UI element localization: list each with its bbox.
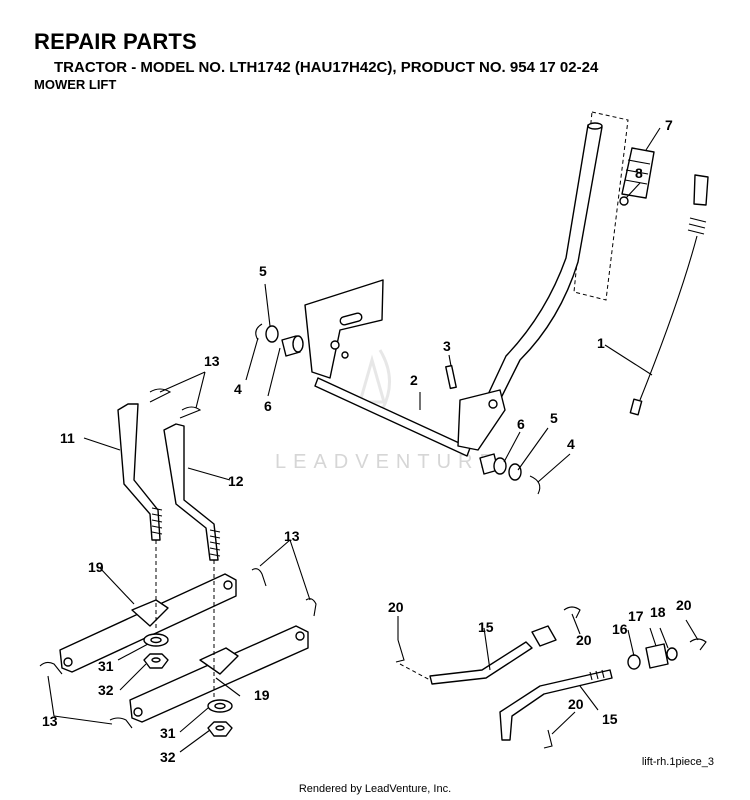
watermark-text: LEADVENTURE <box>275 451 500 473</box>
label-part-3: 3 <box>443 338 451 354</box>
diagram-reference: lift-rh.1piece_3 <box>641 756 714 768</box>
label-part-32: 32 <box>98 682 114 698</box>
part-19-lift-arm-upper <box>59 573 237 673</box>
label-part-4: 4 <box>234 381 242 397</box>
left-shaft-hardware <box>255 323 304 357</box>
part-32-nut <box>207 721 233 737</box>
part-32-nut <box>143 653 169 669</box>
hairpin-clip-icon <box>109 717 133 729</box>
cotter-pin-icon <box>395 639 405 663</box>
cotter-pin-icon <box>563 606 581 619</box>
leader-lines <box>47 127 699 753</box>
label-part-20: 20 <box>576 632 592 648</box>
label-part-11: 11 <box>60 430 75 446</box>
part-11-lift-link <box>117 403 163 541</box>
label-part-13: 13 <box>42 713 58 729</box>
part-18-washer <box>666 647 678 661</box>
right-shaft-hardware <box>479 453 541 495</box>
part-31-washer <box>207 699 233 713</box>
hairpin-clip-icon <box>305 598 317 617</box>
label-part-1: 1 <box>597 335 605 351</box>
label-part-31: 31 <box>98 658 114 674</box>
hairpin-clip-icon <box>179 406 202 419</box>
hairpin-clip-icon <box>39 661 63 675</box>
label-part-31: 31 <box>160 725 176 741</box>
part-19-lift-arm-lower <box>129 625 309 723</box>
watermark-logo-icon <box>358 349 392 411</box>
cotter-pin-icon <box>689 638 707 651</box>
label-part-8: 8 <box>635 165 643 181</box>
hairpin-clip-icon <box>251 568 267 587</box>
label-part-15: 15 <box>602 711 618 727</box>
page-title: REPAIR PARTS <box>34 29 197 54</box>
part-8-button <box>619 196 629 206</box>
part-15-lift-rod-upper <box>429 625 557 685</box>
label-part-20: 20 <box>568 696 584 712</box>
part-1-lift-rod <box>629 174 709 416</box>
label-part-5: 5 <box>550 410 558 426</box>
part-3-pin <box>445 364 457 390</box>
footer-credit: Rendered by LeadVenture, Inc. <box>298 783 452 795</box>
label-part-20: 20 <box>388 599 404 615</box>
label-part-19: 19 <box>254 687 270 703</box>
label-part-6: 6 <box>264 398 272 414</box>
part-12-lift-link <box>163 423 221 561</box>
label-part-18: 18 <box>650 604 666 620</box>
label-part-12: 12 <box>228 473 244 489</box>
label-part-13: 13 <box>204 353 220 369</box>
part-15-lift-rod-lower <box>499 669 613 741</box>
hairpin-clip-icon <box>149 388 172 403</box>
label-part-7: 7 <box>665 117 673 133</box>
label-part-17: 17 <box>628 608 644 624</box>
label-part-32: 32 <box>160 749 176 765</box>
label-part-15: 15 <box>478 619 494 635</box>
label-part-2: 2 <box>410 372 418 388</box>
part-17-trunnion <box>645 643 669 669</box>
assembly-guide <box>399 663 431 681</box>
part-7-handle-grip <box>621 147 655 199</box>
label-part-5: 5 <box>259 263 267 279</box>
label-part-16: 16 <box>612 621 628 637</box>
part-16-nut <box>627 654 641 670</box>
label-part-19: 19 <box>88 559 104 575</box>
section-title: MOWER LIFT <box>34 77 117 92</box>
label-part-4: 4 <box>567 436 575 452</box>
cotter-pin-icon <box>543 729 553 749</box>
label-part-20: 20 <box>676 597 692 613</box>
lift-lever <box>457 122 603 451</box>
page-header: REPAIR PARTS TRACTOR - MODEL NO. LTH1742… <box>34 30 598 93</box>
label-part-13: 13 <box>284 528 300 544</box>
label-part-6: 6 <box>517 416 525 432</box>
part-31-washer <box>143 633 169 647</box>
part-2-lift-shaft <box>304 279 471 457</box>
page-subtitle: TRACTOR - MODEL NO. LTH1742 (HAU17H42C),… <box>54 59 599 76</box>
